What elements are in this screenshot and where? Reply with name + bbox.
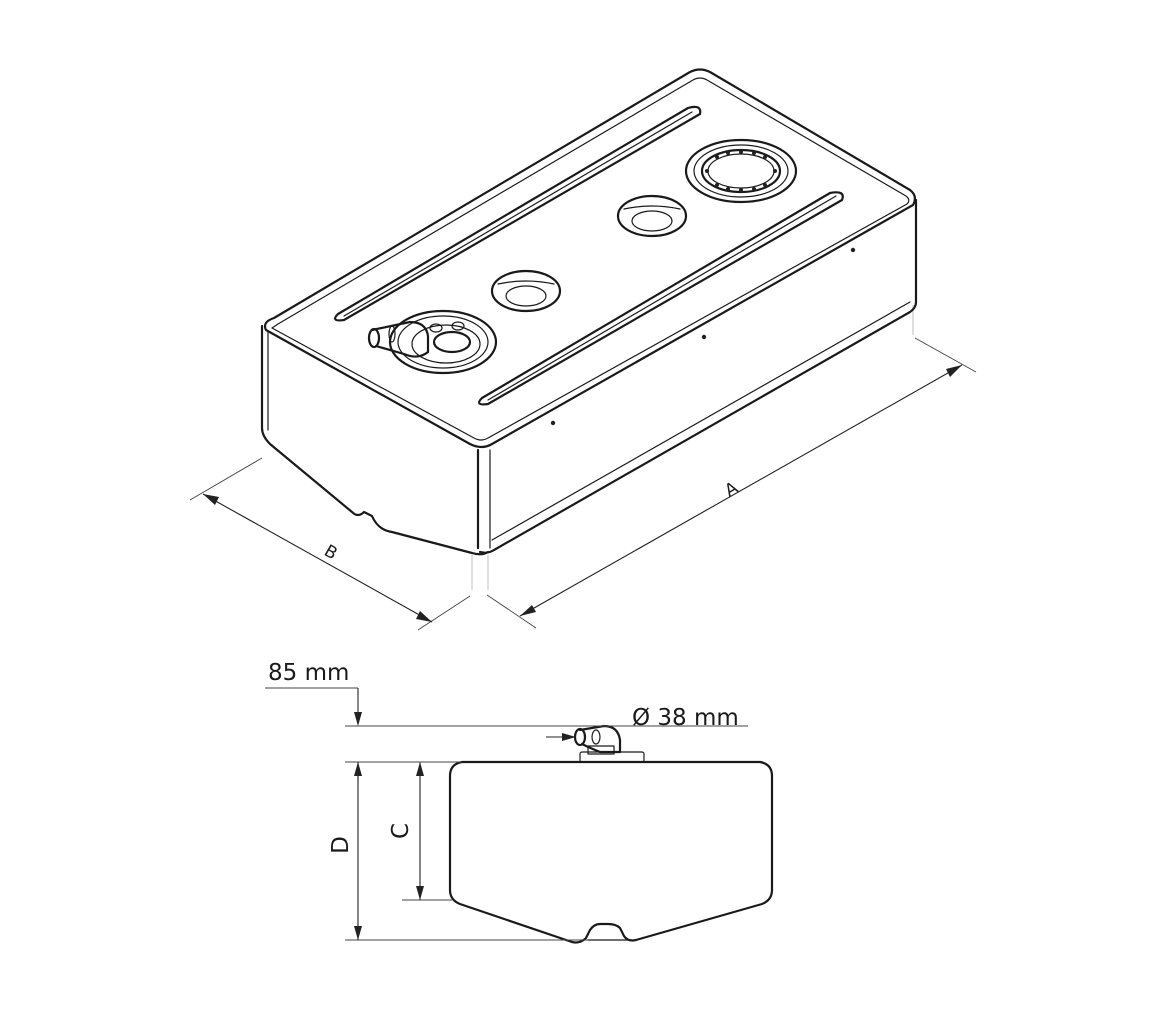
top-ports — [367, 138, 798, 375]
tank-right-face — [478, 198, 918, 554]
top-grooves — [333, 105, 844, 406]
fitting-height-label: 85 mm — [268, 660, 349, 686]
groove-back — [333, 105, 702, 322]
port-hole-2 — [616, 194, 688, 238]
dimension-c-label: C — [388, 823, 414, 839]
groove-front — [477, 191, 844, 406]
dimension-a: A — [486, 337, 977, 629]
tank-left-face — [260, 324, 490, 556]
inspection-cap — [684, 138, 798, 204]
tank-top-face — [263, 68, 917, 449]
dimension-d: D — [328, 762, 362, 940]
dimension-c: C — [388, 761, 450, 900]
side-profile — [448, 760, 774, 944]
tank-body — [260, 68, 918, 556]
dimension-b: B — [189, 457, 471, 631]
dimension-85mm: 85 mm — [265, 660, 362, 780]
port-hole-1 — [490, 269, 562, 313]
dimension-diameter: Ø 38 mm — [546, 705, 739, 741]
isometric-view: A B — [189, 68, 977, 631]
side-marks — [550, 247, 856, 426]
side-fitting — [573, 724, 645, 763]
side-view: 85 mm Ø 38 mm D C — [265, 660, 774, 944]
dimension-d-label: D — [328, 836, 354, 854]
fitting-diameter-label: Ø 38 mm — [632, 705, 739, 731]
outlet-fitting — [367, 309, 498, 375]
dimension-a-label: A — [721, 478, 741, 501]
tank-top-rim — [271, 77, 910, 441]
